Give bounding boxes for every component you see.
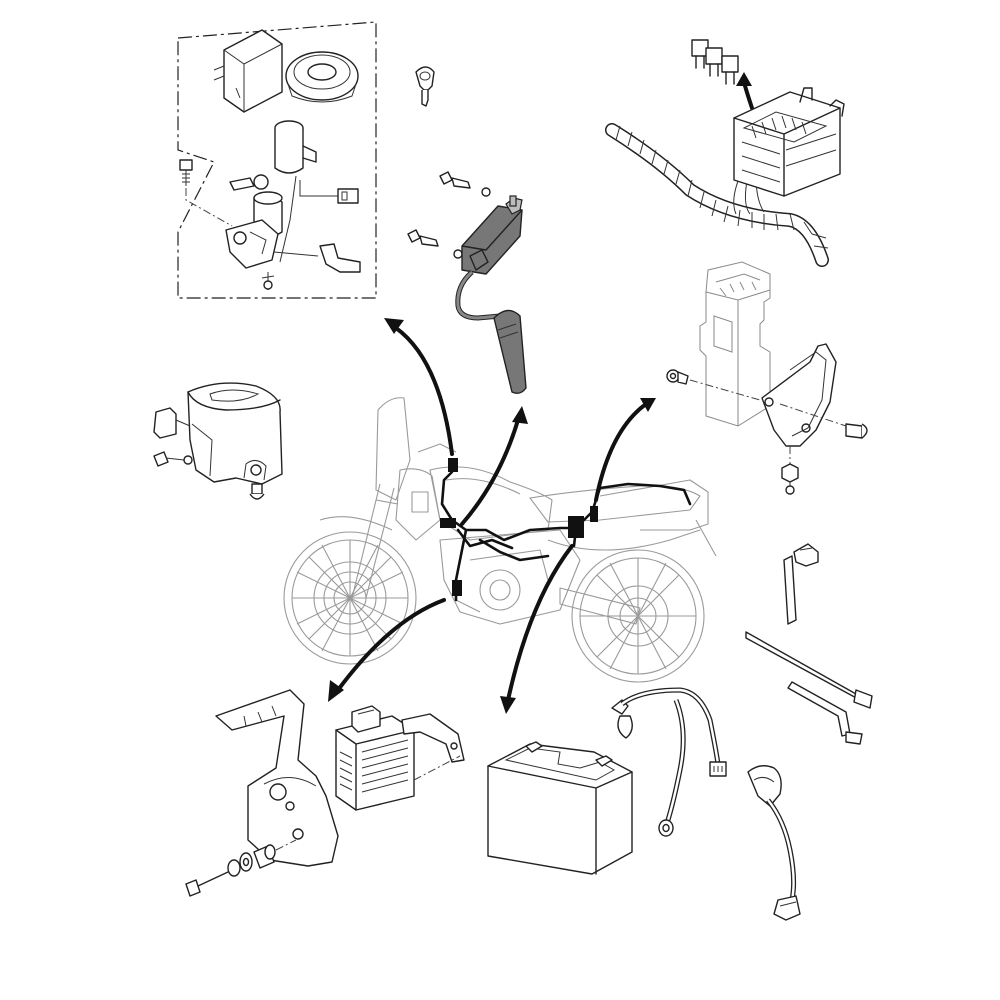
- fuse-box: [605, 39, 845, 267]
- rectifier-regulator: [185, 689, 465, 897]
- cover-bracket: [153, 382, 283, 500]
- ignition-key: [415, 66, 435, 107]
- ignition-lock-set: [177, 21, 377, 299]
- pointer-arrows: [328, 318, 656, 714]
- battery: [487, 741, 633, 875]
- ignition-coil: [407, 171, 527, 395]
- cable-band: [783, 543, 819, 625]
- battery-cables: [611, 687, 727, 837]
- motorcycle-harness: [283, 397, 717, 683]
- starter-lead: [747, 765, 801, 921]
- cable-ties: [745, 631, 873, 745]
- ecu-unit: [666, 261, 868, 495]
